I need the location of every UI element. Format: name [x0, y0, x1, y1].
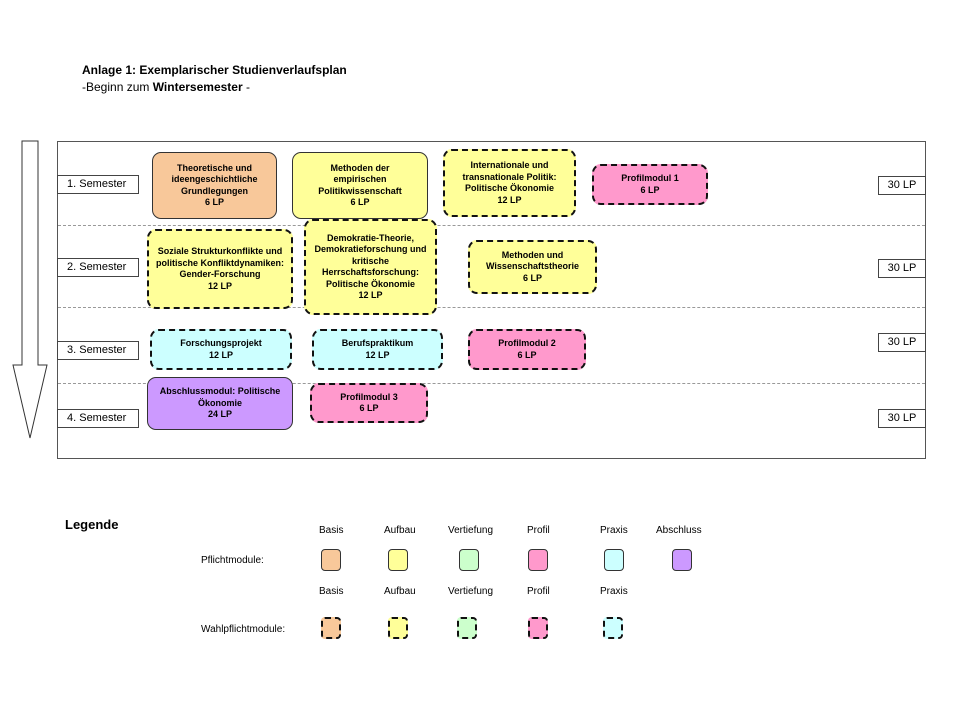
legend-header-abschluss: Abschluss: [656, 525, 702, 536]
legend-swatch-pflicht-profil: [528, 549, 548, 571]
legend-header-basis: Basis: [319, 586, 344, 597]
module-lp: 12 LP: [365, 349, 390, 360]
legend-swatch-pflicht-aufbau: [388, 549, 408, 571]
legend-header-aufbau: Aufbau: [384, 525, 416, 536]
page-subtitle: -Beginn zum Wintersemester -: [82, 80, 250, 94]
legend-swatch-pflicht-vertiefung: [459, 549, 479, 571]
subtitle-prefix: -Beginn zum: [82, 80, 153, 94]
legend-header-vertiefung: Vertiefung: [448, 586, 494, 597]
semester-label-4: 4. Semester: [57, 409, 139, 428]
module-lp: 12 LP: [207, 280, 232, 291]
legend-swatch-wahl-basis: [321, 617, 341, 639]
time-arrow-icon: [12, 140, 48, 439]
module-soziale-strukturkonflikte: Soziale Strukturkonflikte und politische…: [147, 229, 293, 309]
module-lp: 12 LP: [208, 349, 233, 360]
module-name: Soziale Strukturkonflikte und politische…: [155, 246, 285, 279]
legend-pflicht-label: Pflichtmodule:: [201, 555, 264, 566]
module-lp: 6 LP: [517, 349, 537, 360]
module-name: Abschlussmodul: Politische Ökonomie: [159, 386, 281, 408]
legend-swatch-wahl-praxis: [603, 617, 623, 639]
module-lp: 12 LP: [497, 194, 522, 205]
semester-label-2: 2. Semester: [57, 258, 139, 277]
legend-swatch-pflicht-praxis: [604, 549, 624, 571]
legend-swatch-wahl-aufbau: [388, 617, 408, 639]
module-lp: 6 LP: [350, 197, 370, 207]
semester-lp-3: 30 LP: [878, 333, 926, 352]
module-name: Forschungsprojekt: [180, 338, 262, 348]
legend-header-praxis: Praxis: [600, 525, 628, 536]
legend-header-profil: Profil: [527, 586, 550, 597]
module-name: Methoden und Wissenschaftstheorie: [486, 249, 579, 272]
legend-header-vertiefung: Vertiefung: [448, 525, 494, 536]
semester-label-3: 3. Semester: [57, 341, 139, 360]
module-lp: 6 LP: [204, 197, 224, 207]
semester-divider: [58, 225, 925, 226]
legend-swatch-pflicht-abschluss: [672, 549, 692, 571]
legend-header-profil: Profil: [527, 525, 550, 536]
module-lp: 24 LP: [207, 409, 232, 420]
module-methoden-empirische: Methoden der empirischen Politikwissensc…: [292, 152, 428, 219]
legend-swatch-wahl-vertiefung: [457, 617, 477, 639]
module-theoretische-grundlegungen: Theoretische und ideengeschichtliche Gru…: [152, 152, 277, 219]
legend-swatch-wahl-profil: [528, 617, 548, 639]
module-lp: 6 LP: [359, 403, 379, 413]
legend-swatch-pflicht-basis: [321, 549, 341, 571]
module-name: Methoden der empirischen Politikwissensc…: [318, 162, 402, 196]
semester-lp-1: 30 LP: [878, 176, 926, 195]
legend-header-praxis: Praxis: [600, 586, 628, 597]
module-name: Profilmodul 1: [621, 173, 679, 183]
legend-wahl-label: Wahlpflichtmodule:: [201, 624, 286, 635]
module-demokratie-theorie: Demokratie-Theorie, Demokratieforschung …: [304, 219, 437, 315]
legend-header-basis: Basis: [319, 525, 344, 536]
semester-lp-2: 30 LP: [878, 259, 926, 278]
semester-label-1: 1. Semester: [57, 175, 139, 194]
semester-divider: [58, 307, 925, 308]
semester-divider: [58, 383, 925, 384]
module-name: Profilmodul 3: [340, 391, 398, 402]
legend-title: Legende: [65, 517, 119, 532]
module-name: Demokratie-Theorie, Demokratieforschung …: [314, 232, 427, 289]
module-name: Internationale und transnationale Politi…: [462, 160, 557, 193]
module-name: Theoretische und ideengeschichtliche Gru…: [171, 162, 258, 196]
module-lp: 6 LP: [522, 272, 542, 283]
module-internationale-politik: Internationale und transnationale Politi…: [443, 149, 576, 217]
legend-header-aufbau: Aufbau: [384, 586, 416, 597]
page-title: Anlage 1: Exemplarischer Studienverlaufs…: [82, 63, 347, 77]
subtitle-semester: Wintersemester: [152, 80, 243, 94]
module-name: Profilmodul 2: [498, 338, 556, 348]
module-lp: 6 LP: [640, 184, 660, 195]
subtitle-suffix: -: [242, 80, 250, 94]
semester-lp-4: 30 LP: [878, 409, 926, 428]
module-lp: 12 LP: [358, 290, 383, 300]
module-name: Berufspraktikum: [341, 338, 414, 348]
